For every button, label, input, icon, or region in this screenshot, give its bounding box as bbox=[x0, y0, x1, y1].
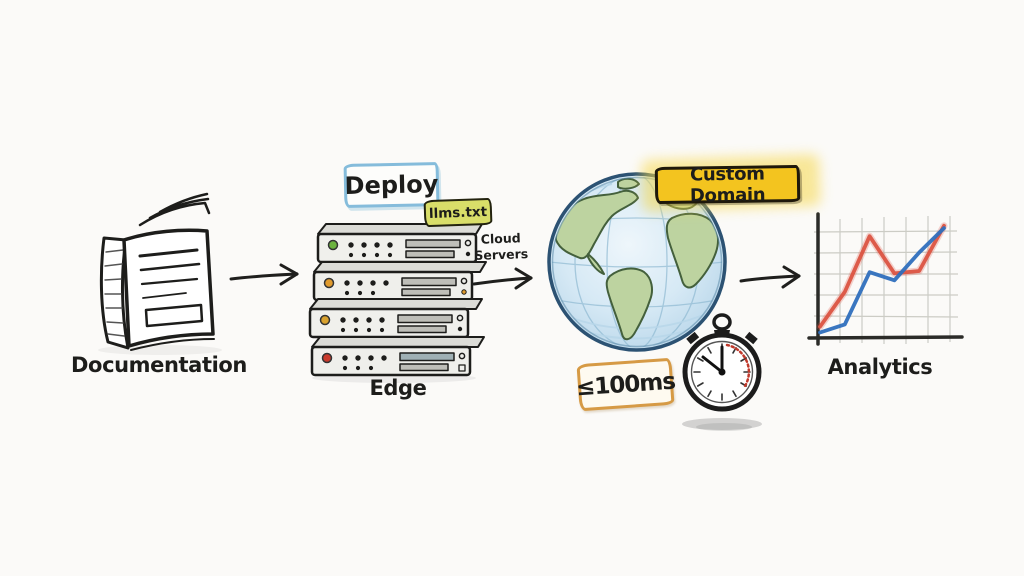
doc-front-page bbox=[122, 228, 215, 348]
stopwatch-right-button bbox=[744, 331, 758, 345]
server-led bbox=[323, 277, 335, 289]
server-unit-1 bbox=[316, 223, 483, 264]
server-unit-3 bbox=[308, 298, 483, 339]
doc-back-edge bbox=[130, 338, 215, 351]
continent-central-america bbox=[587, 253, 605, 275]
doc-spine-hatch bbox=[104, 249, 125, 337]
cloud-note-line2: Servers bbox=[474, 246, 529, 264]
chart-line-blue bbox=[818, 226, 946, 335]
doc-flipped-pages bbox=[138, 192, 211, 227]
stopwatch-crown-ring bbox=[712, 313, 732, 331]
stopwatch-red-scale bbox=[725, 343, 751, 388]
doc-text-line-1 bbox=[138, 248, 199, 258]
cloud-servers-note: Cloud Servers bbox=[469, 230, 532, 265]
continent-greenland bbox=[617, 177, 640, 190]
analytics-label: Analytics bbox=[827, 355, 933, 379]
server-led bbox=[319, 314, 331, 326]
server-rack bbox=[308, 223, 487, 383]
continent-north-america bbox=[554, 189, 639, 260]
server-unit-2 bbox=[312, 261, 487, 302]
server-unit-4 bbox=[310, 336, 485, 377]
doc-text-line-2 bbox=[139, 262, 201, 272]
stopwatch-left-button bbox=[686, 331, 700, 345]
flow-arrow-3 bbox=[739, 265, 801, 289]
stopwatch-hour-hand bbox=[701, 355, 724, 374]
documentation-label: Documentation bbox=[71, 353, 247, 377]
documentation-icon bbox=[98, 192, 222, 355]
doc-box bbox=[144, 303, 204, 328]
stopwatch-shadow bbox=[682, 418, 762, 430]
custom-domain-tag: Custom Domain bbox=[654, 163, 801, 206]
doc-text-line-3 bbox=[140, 277, 199, 286]
analytics-chart bbox=[807, 212, 964, 346]
server-led bbox=[327, 239, 339, 251]
stopwatch-shadow2 bbox=[696, 423, 752, 431]
doc-text-line-4 bbox=[142, 292, 187, 299]
stopwatch-face-ring bbox=[690, 340, 754, 404]
latency-badge: ≤100ms bbox=[575, 357, 676, 412]
flow-arrow-1 bbox=[229, 263, 299, 286]
continent-south-america bbox=[605, 267, 653, 341]
server-led bbox=[321, 352, 333, 364]
chart-axes bbox=[807, 212, 964, 346]
llms-txt-tag: llms.txt bbox=[423, 197, 493, 228]
stopwatch-center-dot bbox=[718, 368, 726, 376]
flow-arrow-2 bbox=[472, 267, 533, 290]
globe-outline bbox=[547, 172, 727, 352]
edge-label: Edge bbox=[369, 376, 427, 400]
globe-outline-inner bbox=[551, 176, 723, 348]
stopwatch-icon bbox=[682, 313, 762, 431]
chart-line-red bbox=[818, 223, 946, 329]
chart-grid bbox=[813, 216, 959, 344]
